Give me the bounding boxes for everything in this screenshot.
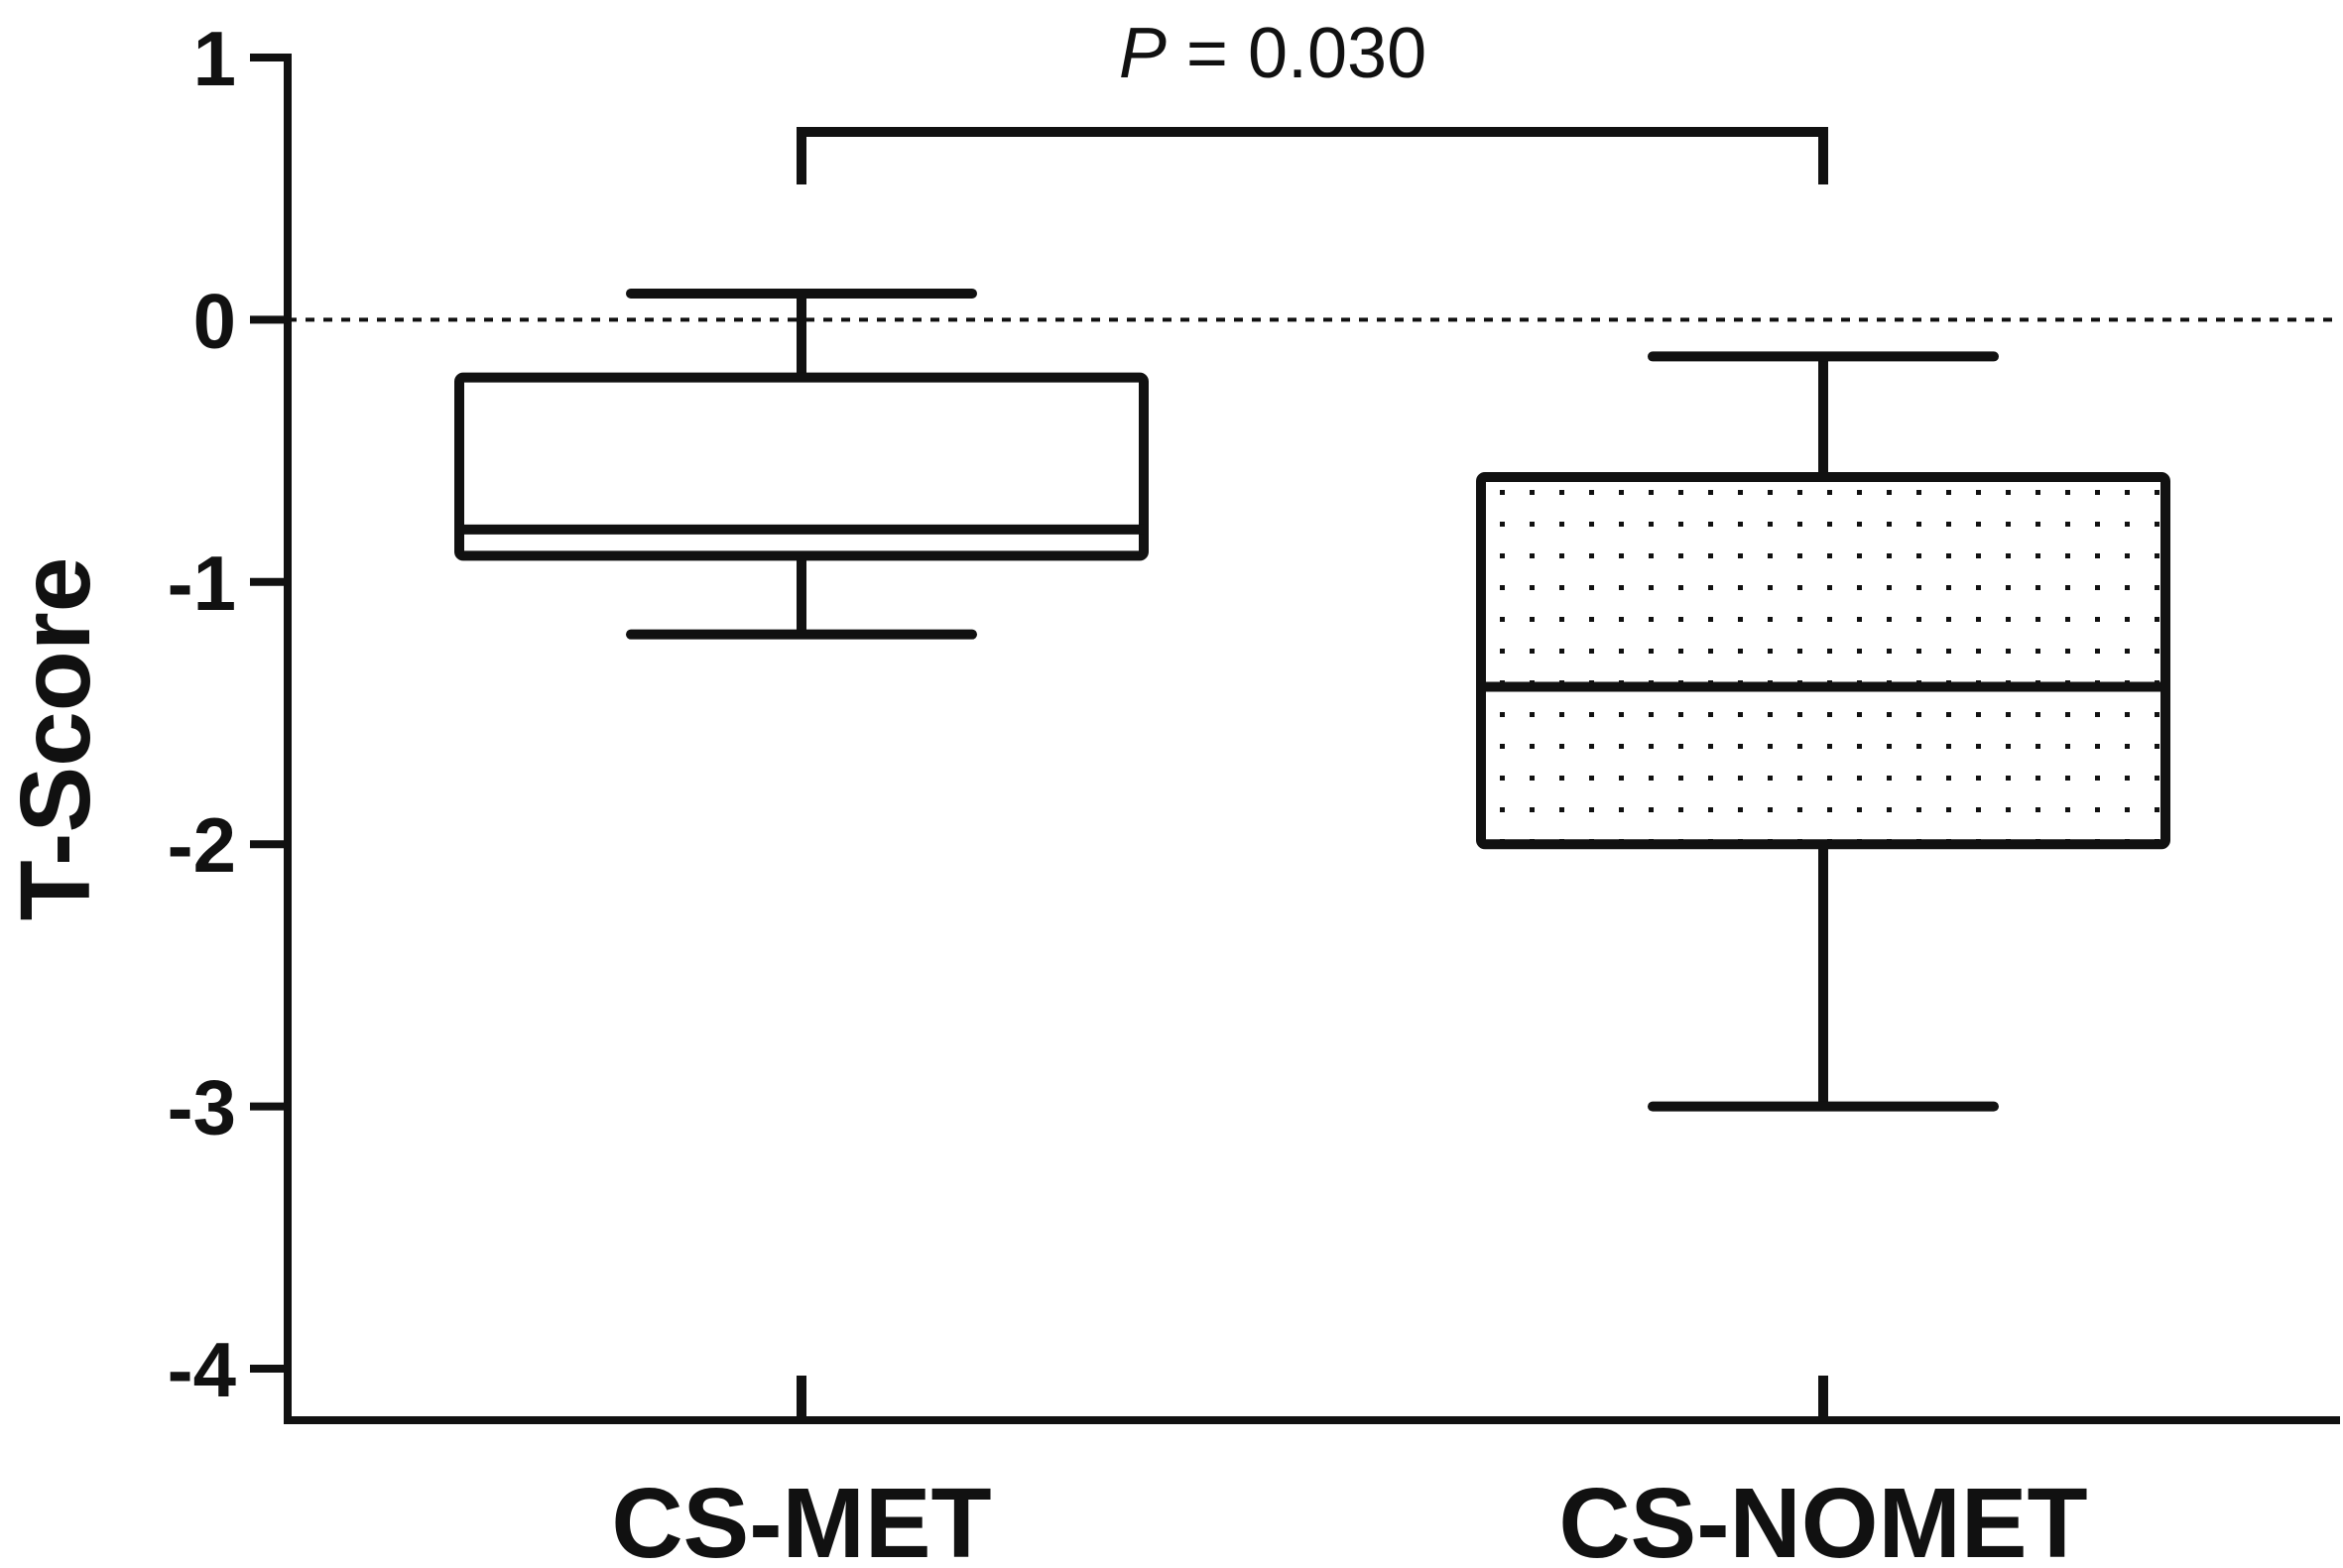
y-tick-label: -3 [168,1064,236,1151]
y-tick-label: 0 [193,277,236,364]
x-tick-layer: CS-MET CS-NOMET [611,1376,2088,1568]
y-tick-label: -1 [168,540,236,627]
p-value-label: P = 0.030 [1119,14,1426,93]
interquartile-box [1476,472,2170,850]
y-tick-layer: 1 0 -1 -2 -3 -4 [168,15,288,1413]
p-value-symbol: P [1119,14,1167,93]
p-value-text: = 0.030 [1167,14,1426,93]
x-category-label: CS-MET [611,1468,991,1568]
significance-annotation: P = 0.030 [797,14,1828,184]
interquartile-box [454,372,1149,561]
y-axis-title: T-Score [0,557,111,921]
significance-bracket [797,127,1828,184]
y-tick-label: 1 [193,15,236,102]
y-tick-label: -4 [168,1326,236,1413]
y-tick-label: -2 [168,801,236,889]
x-category-label: CS-NOMET [1558,1468,2087,1568]
box-group [1476,351,2170,1112]
axes [284,54,2340,1424]
box-layer [454,288,2170,1112]
box-group [454,288,1149,640]
